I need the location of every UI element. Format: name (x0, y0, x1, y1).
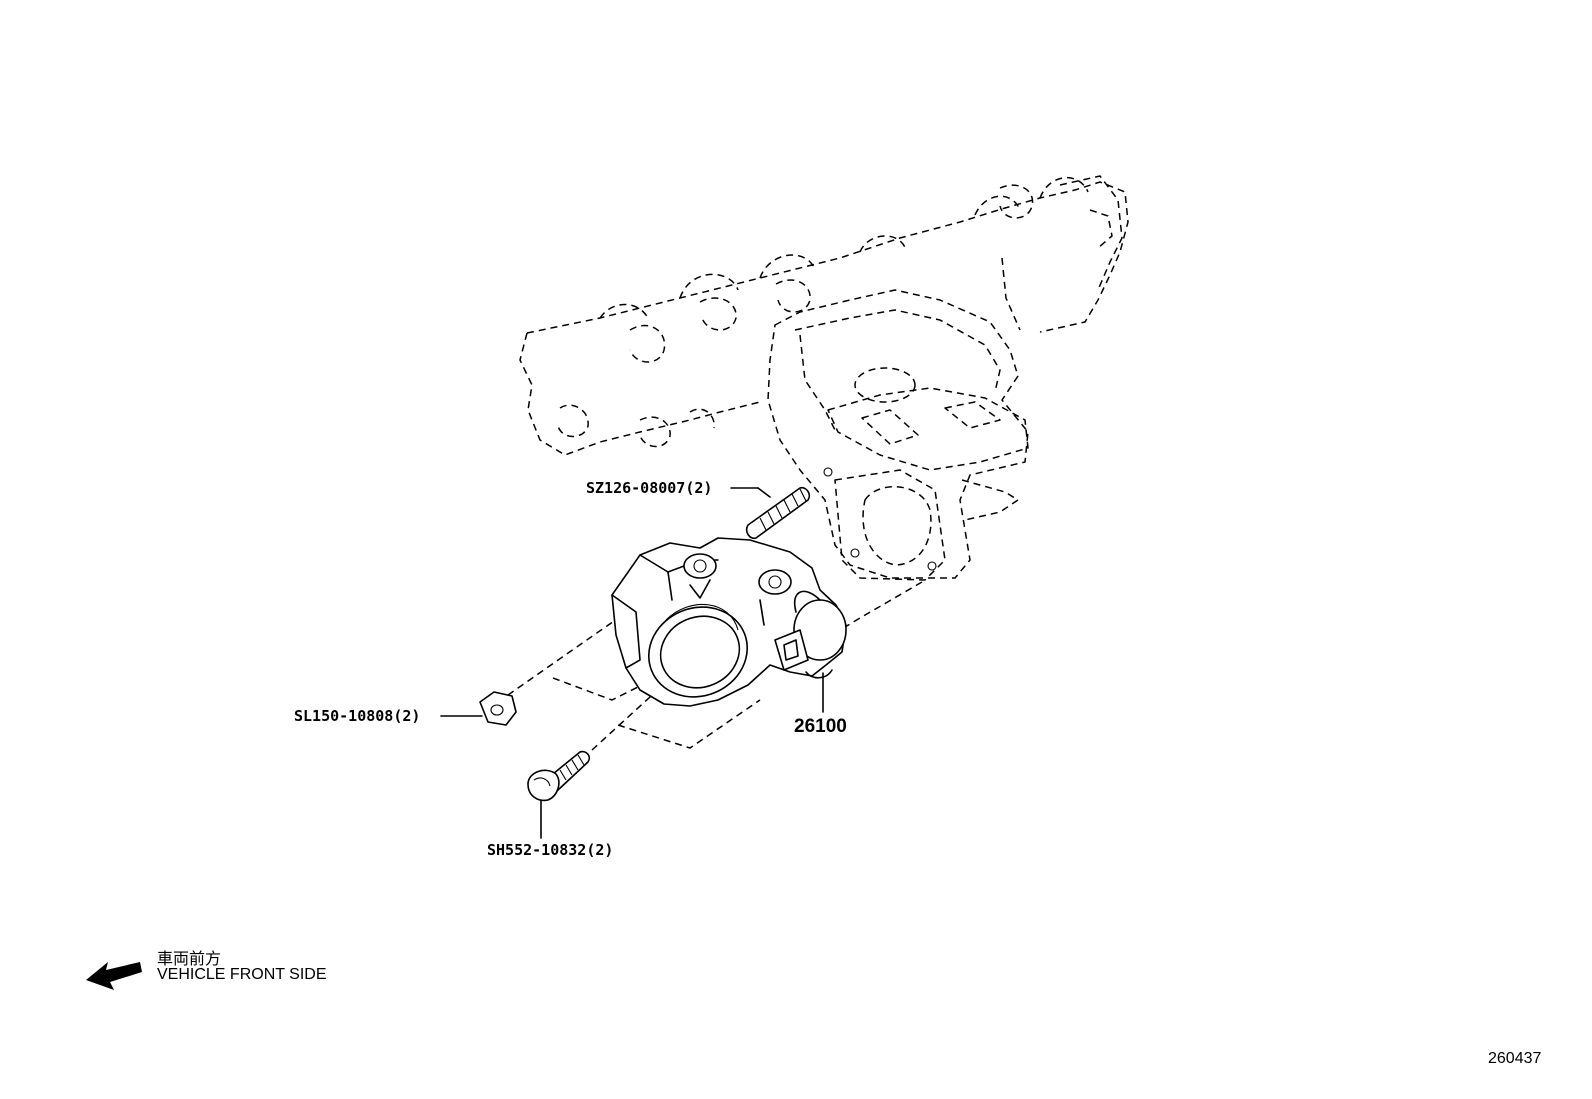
nut-part[interactable] (479, 691, 517, 726)
part-label-nut[interactable]: SL150-10808(2) (294, 707, 421, 725)
part-label-stud[interactable]: SZ126-08007(2) (586, 479, 713, 497)
intake-manifold-outline (519, 175, 1129, 581)
vehicle-front-label-jp: 車両前方 (157, 951, 222, 968)
part-label-bolt[interactable]: SH552-10832(2) (487, 841, 614, 859)
throttle-body-part[interactable] (611, 537, 847, 712)
part-label-throttle-body[interactable]: 26100 (794, 716, 847, 737)
stud-part[interactable] (745, 486, 811, 540)
illustration-number: 260437 (1488, 1050, 1542, 1067)
leader-lines (440, 487, 824, 839)
vehicle-front-label-en: VEHICLE FRONT SIDE (157, 966, 327, 983)
bolt-part[interactable] (527, 750, 591, 802)
vehicle-front-arrow-icon (86, 962, 142, 990)
